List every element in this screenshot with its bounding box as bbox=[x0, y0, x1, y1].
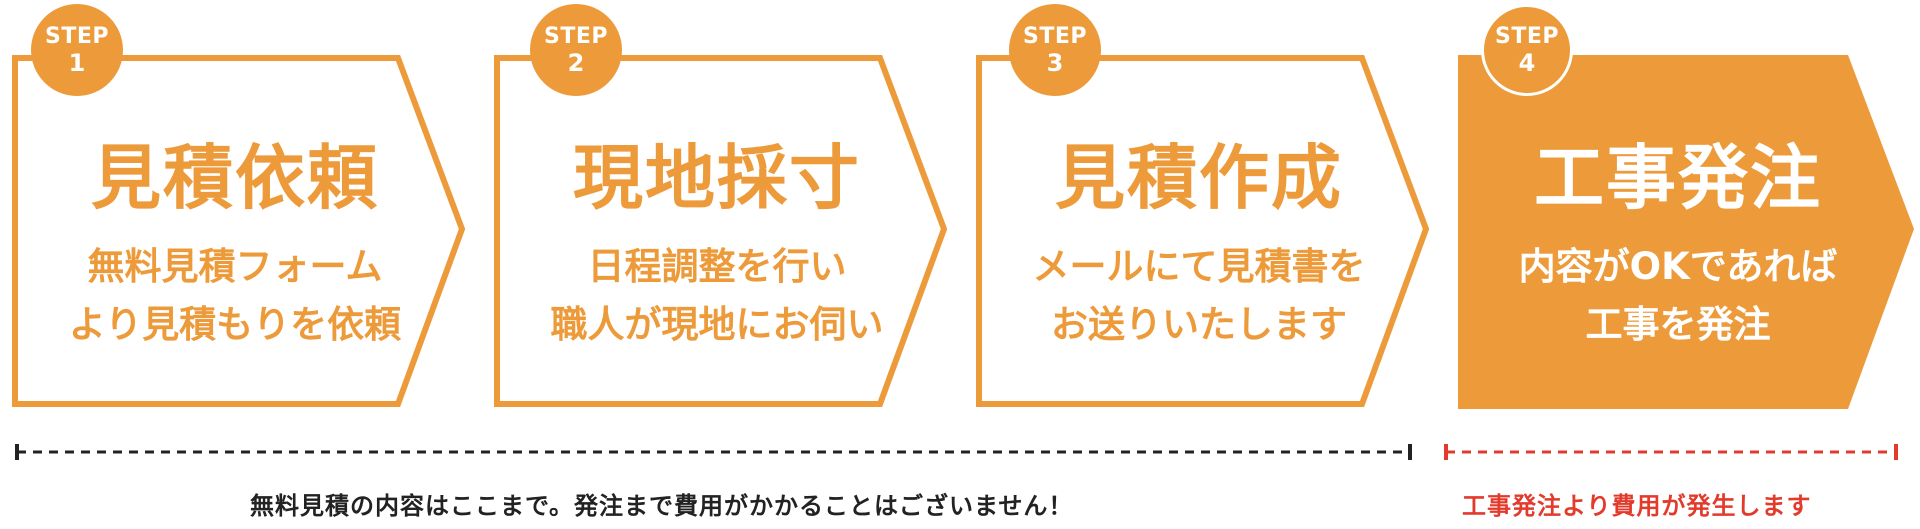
step-1-badge-number: 1 bbox=[68, 48, 86, 77]
step-2-desc-line-2: 職人が現地にお伺い bbox=[550, 303, 884, 346]
step-4-badge-number: 4 bbox=[1518, 48, 1536, 77]
paid-range-note: 工事発注より費用が発生します bbox=[1462, 492, 1812, 520]
step-2-arrow-outline bbox=[494, 55, 948, 407]
step-3-badge-label: STEP bbox=[1022, 23, 1087, 49]
step-4-card: STEP 4 工事発注 内容がOKであれば 工事を発注 bbox=[1458, 0, 1898, 420]
step-1-description: 無料見積フォーム より見積もりを依頼 bbox=[15, 238, 455, 354]
step-1-badge: STEP 1 bbox=[31, 4, 123, 96]
step-2-card: STEP 2 現地採寸 日程調整を行い 職人が現地にお伺い bbox=[497, 0, 937, 420]
step-1-desc-line-1: 無料見積フォーム bbox=[87, 245, 383, 288]
step-4-arrow-filled bbox=[1458, 55, 1914, 409]
step-2-badge-label: STEP bbox=[543, 23, 608, 49]
step-3-badge: STEP 3 bbox=[1009, 4, 1101, 96]
step-2-badge-number: 2 bbox=[567, 48, 585, 77]
step-3-arrow-outline bbox=[976, 55, 1430, 407]
free-range-note: 無料見積の内容はここまで。発注まで費用がかかることはございません！ bbox=[250, 492, 1074, 520]
step-4-title: 工事発注 bbox=[1534, 137, 1822, 219]
step-3-description: メールにて見積書を お送りいたします bbox=[979, 238, 1419, 354]
step-4-badge-label: STEP bbox=[1494, 23, 1559, 49]
step-3-badge-number: 3 bbox=[1046, 48, 1064, 77]
step-3-title: 見積作成 bbox=[1055, 137, 1343, 219]
step-4-desc-line-2: 工事を発注 bbox=[1585, 303, 1771, 346]
step-3-card: STEP 3 見積作成 メールにて見積書を お送りいたします bbox=[979, 0, 1419, 420]
step-1-arrow-outline bbox=[12, 55, 466, 407]
step-4-desc-line-1: 内容がOKであれば bbox=[1518, 245, 1838, 288]
step-2-description: 日程調整を行い 職人が現地にお伺い bbox=[497, 238, 937, 354]
step-2-title: 現地採寸 bbox=[573, 137, 861, 219]
step-3-desc-line-2: お送りいたします bbox=[1051, 303, 1347, 346]
step-1-desc-line-2: より見積もりを依頼 bbox=[68, 303, 402, 346]
step-3-desc-line-1: メールにて見積書を bbox=[1032, 245, 1366, 288]
step-4-badge: STEP 4 bbox=[1481, 4, 1573, 96]
step-1-card: STEP 1 見積依頼 無料見積フォーム より見積もりを依頼 bbox=[15, 0, 455, 420]
step-4-description: 内容がOKであれば 工事を発注 bbox=[1458, 238, 1898, 354]
step-1-title: 見積依頼 bbox=[91, 137, 379, 219]
step-2-badge: STEP 2 bbox=[530, 4, 622, 96]
step-2-desc-line-1: 日程調整を行い bbox=[587, 245, 847, 288]
step-1-badge-label: STEP bbox=[44, 23, 109, 49]
